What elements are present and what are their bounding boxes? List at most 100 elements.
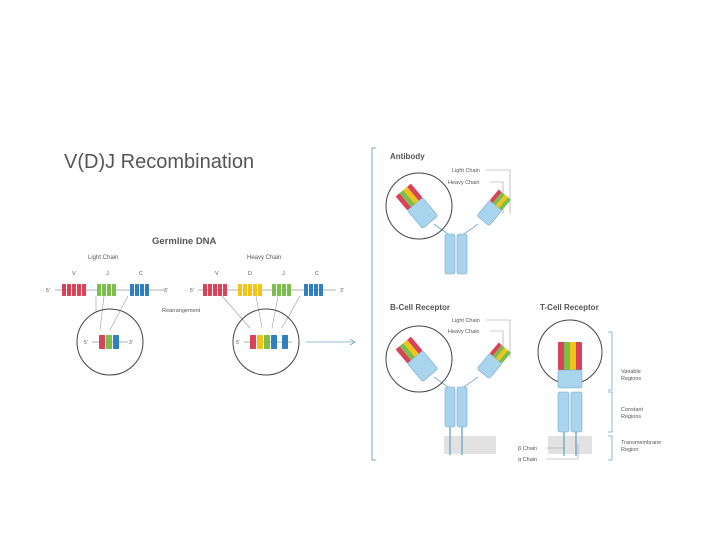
bcell-heavy-chain-label: Heavy Chain xyxy=(448,329,480,335)
right-arm-constant xyxy=(477,353,502,379)
heavy-five-prime: 5' xyxy=(190,288,194,294)
bcell-light-pointer xyxy=(486,319,511,358)
right-arm-constant xyxy=(477,200,502,226)
right-arm-j2 xyxy=(498,350,511,364)
c-segment xyxy=(314,284,318,296)
germline-heading: Germline DNA xyxy=(152,236,217,247)
antibody-heading: Antibody xyxy=(390,152,425,161)
tcell-v-red2 xyxy=(576,342,582,370)
light-segment-j-label: J xyxy=(106,271,109,277)
light-chain-label: Light Chain xyxy=(88,255,118,261)
rearranged-segment xyxy=(282,335,288,349)
rearranged-segment xyxy=(271,335,277,349)
tcell-v-yellow xyxy=(570,342,576,370)
right-arm-j xyxy=(492,345,505,359)
right-arm-v xyxy=(489,342,502,356)
j-segment xyxy=(107,284,111,296)
c-segment xyxy=(145,284,149,296)
beta-chain-pointer xyxy=(546,444,565,449)
left-arm-v xyxy=(395,193,412,211)
hinge xyxy=(433,376,479,388)
left-arm-j xyxy=(399,190,415,208)
antibody-panel: Antibody Light Chain Heavy Chain xyxy=(385,152,511,275)
germline-dna-panel: Germline DNA Light Chain Heavy Chain V J… xyxy=(46,236,344,376)
left-arm xyxy=(395,336,438,382)
transmembrane-bracket xyxy=(608,435,613,461)
left-arm-v2 xyxy=(407,336,423,354)
d-segment xyxy=(248,284,252,296)
v-segment xyxy=(62,284,66,296)
page-title: V(D)J Recombination xyxy=(64,151,254,173)
v-segment xyxy=(223,284,227,296)
heavy-rearrange-line xyxy=(271,295,279,329)
j-segment xyxy=(97,284,101,296)
stem-left xyxy=(444,233,456,275)
bcell-heading: B-Cell Receptor xyxy=(390,303,450,312)
light-rearranged-three-prime: 3' xyxy=(129,340,133,346)
d-segment xyxy=(238,284,242,296)
zoom-circle xyxy=(385,172,453,240)
bcell-membrane xyxy=(444,436,496,454)
rearranged-segment xyxy=(113,335,119,349)
transmembrane-region-label: Transmembrane Region xyxy=(621,440,663,453)
variable-regions-label: Variable Regions xyxy=(621,369,642,382)
arrow-to-receptors xyxy=(306,338,356,346)
d-segment xyxy=(243,284,247,296)
left-arm-constant xyxy=(407,197,438,229)
light-five-prime: 5' xyxy=(46,288,50,294)
heavy-segment-c-label: C xyxy=(315,271,319,277)
variable-regions-bracket xyxy=(608,331,613,391)
light-three-prime: 3' xyxy=(164,288,168,294)
v-segment xyxy=(213,284,217,296)
heavy-chain-label: Heavy Chain xyxy=(247,255,281,261)
heavy-segment-v-label: V xyxy=(215,271,219,277)
light-rearrange-line xyxy=(109,295,129,331)
tcell-receptor-shape xyxy=(537,319,603,456)
right-arm-v xyxy=(489,189,502,203)
tcell-heading: T-Cell Receptor xyxy=(540,303,599,312)
v-segment xyxy=(203,284,207,296)
j-segment xyxy=(272,284,276,296)
right-arm-d xyxy=(495,194,508,208)
bcell-receptor-shape xyxy=(385,325,511,455)
c-segment xyxy=(309,284,313,296)
v-segment xyxy=(77,284,81,296)
c-segment xyxy=(304,284,308,296)
hinge xyxy=(433,223,479,235)
heavy-chain-gene-segments xyxy=(203,284,323,296)
heavy-segment-j-label: J xyxy=(282,271,285,277)
j-segment xyxy=(282,284,286,296)
light-rearranged-segments xyxy=(99,335,119,349)
light-rearrange-line xyxy=(99,295,105,331)
antibody-heavy-chain-label: Heavy Chain xyxy=(448,180,480,186)
light-segment-c-label: C xyxy=(139,271,143,277)
left-arm-j xyxy=(399,343,415,361)
heavy-rearrange-line xyxy=(221,295,251,329)
antibody-shape xyxy=(385,172,511,275)
stem-right xyxy=(456,233,468,275)
tcell-v-red xyxy=(558,342,564,370)
j-segment xyxy=(112,284,116,296)
bcell-light-chain-label: Light Chain xyxy=(452,318,480,324)
rearranged-segment xyxy=(264,335,270,349)
j-segment xyxy=(277,284,281,296)
beta-chain-label: β Chain xyxy=(518,446,537,452)
light-segment-v-label: V xyxy=(72,271,76,277)
heavy-rearranged-five-prime: 5' xyxy=(236,340,240,346)
tcell-c-left xyxy=(557,391,570,433)
stem-left xyxy=(444,386,456,428)
light-chain-gene-segments xyxy=(62,284,149,296)
tcell-membrane xyxy=(548,436,592,454)
c-segment xyxy=(319,284,323,296)
tcell-receptor-panel: T-Cell Receptor Variable Regions Constan… xyxy=(518,303,663,463)
j-segment xyxy=(287,284,291,296)
heavy-rearranged-segments xyxy=(250,335,288,349)
right-arm xyxy=(477,189,511,226)
constant-regions-label: Constant Regions xyxy=(621,407,645,420)
v-segment xyxy=(208,284,212,296)
rearranged-segment xyxy=(106,335,112,349)
heavy-rearrange-line xyxy=(281,295,301,329)
tcell-c-right xyxy=(570,391,583,433)
tcell-v-green xyxy=(564,342,570,370)
